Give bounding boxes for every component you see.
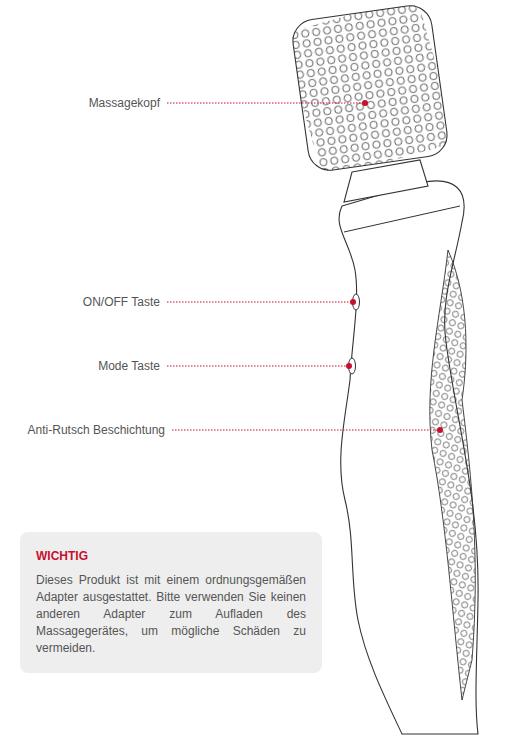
- part-label: Anti-Rutsch Beschichtung: [0, 423, 165, 437]
- warning-box: WICHTIG Dieses Produkt ist mit einem ordn…: [20, 532, 322, 673]
- warning-text: Dieses Produkt ist mit einem ordnungsgem…: [36, 572, 306, 657]
- collar-line: [344, 206, 460, 232]
- leader-dot: [346, 363, 352, 369]
- leader-line: [167, 302, 353, 303]
- anti-slip-coating: [430, 250, 475, 700]
- leader-line: [172, 430, 440, 431]
- leader-line: [167, 366, 349, 367]
- handle-body: [339, 181, 478, 734]
- leader-line: [167, 103, 365, 104]
- warning-heading: WICHTIG: [36, 548, 306, 564]
- part-label: ON/OFF Taste: [0, 295, 160, 309]
- part-label: Massagekopf: [0, 96, 160, 110]
- leader-dot: [350, 299, 356, 305]
- part-label: Mode Taste: [0, 359, 160, 373]
- leader-dot: [362, 100, 368, 106]
- massage-head: [290, 3, 450, 173]
- leader-dot: [437, 427, 443, 433]
